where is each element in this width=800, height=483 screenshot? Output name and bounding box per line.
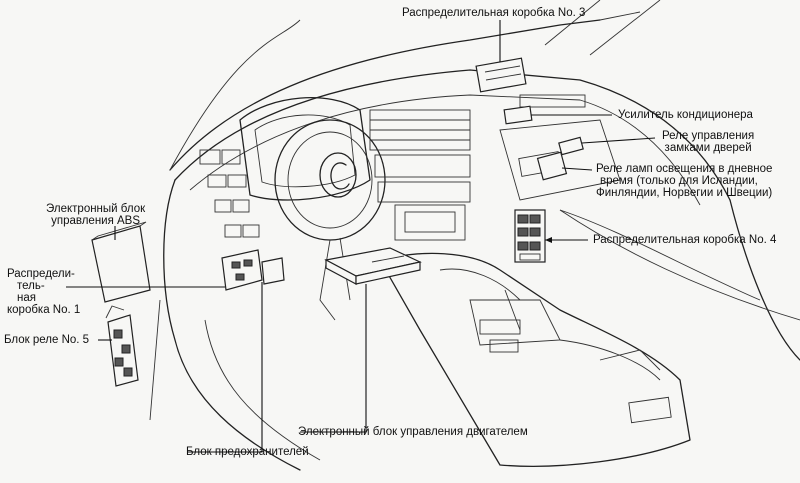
drl-relay (536, 151, 568, 181)
ac-amplifier (503, 105, 533, 125)
leader-drl (561, 167, 593, 171)
label-junction-block-1: Распредели- тель- ная коробка No. 1 (7, 268, 81, 316)
label-relay-block-5: Блок реле No. 5 (4, 334, 90, 346)
center-console (379, 252, 691, 467)
label-abs-ecu: Электронный блок управления ABS (46, 203, 146, 227)
junction-block-3 (475, 57, 527, 93)
windshield-outline (169, 19, 601, 171)
leader-engine-ecu (300, 284, 367, 433)
label-engine-ecu: Электронный блок управления двигателем (298, 426, 528, 438)
label-junction-block-3: Распределительная коробка No. 3 (402, 7, 586, 19)
label-door-lock-relay: Реле управления замками дверей (662, 130, 755, 154)
leader-fuse-block (188, 282, 263, 453)
instrument-cluster-hood (239, 97, 371, 201)
junction-block-4 (514, 209, 546, 263)
leader-door-lock (581, 137, 656, 144)
steering-wheel (274, 119, 386, 241)
label-junction-block-4: Распределительная коробка No. 4 (593, 234, 777, 246)
label-drl-relay: Реле ламп освещения в дневное время (тол… (596, 163, 773, 199)
door-lock-relay (558, 136, 584, 156)
dashboard-top-edge (174, 69, 731, 201)
label-ac-amplifier: Усилитель кондиционера (618, 109, 753, 121)
engine-ecu (324, 247, 422, 285)
radio-unit (394, 204, 466, 241)
label-fuse-block: Блок предохранителей (186, 446, 309, 458)
relay-block-5 (105, 305, 139, 387)
junction-block-1 (221, 249, 285, 291)
abs-ecu (91, 225, 151, 303)
